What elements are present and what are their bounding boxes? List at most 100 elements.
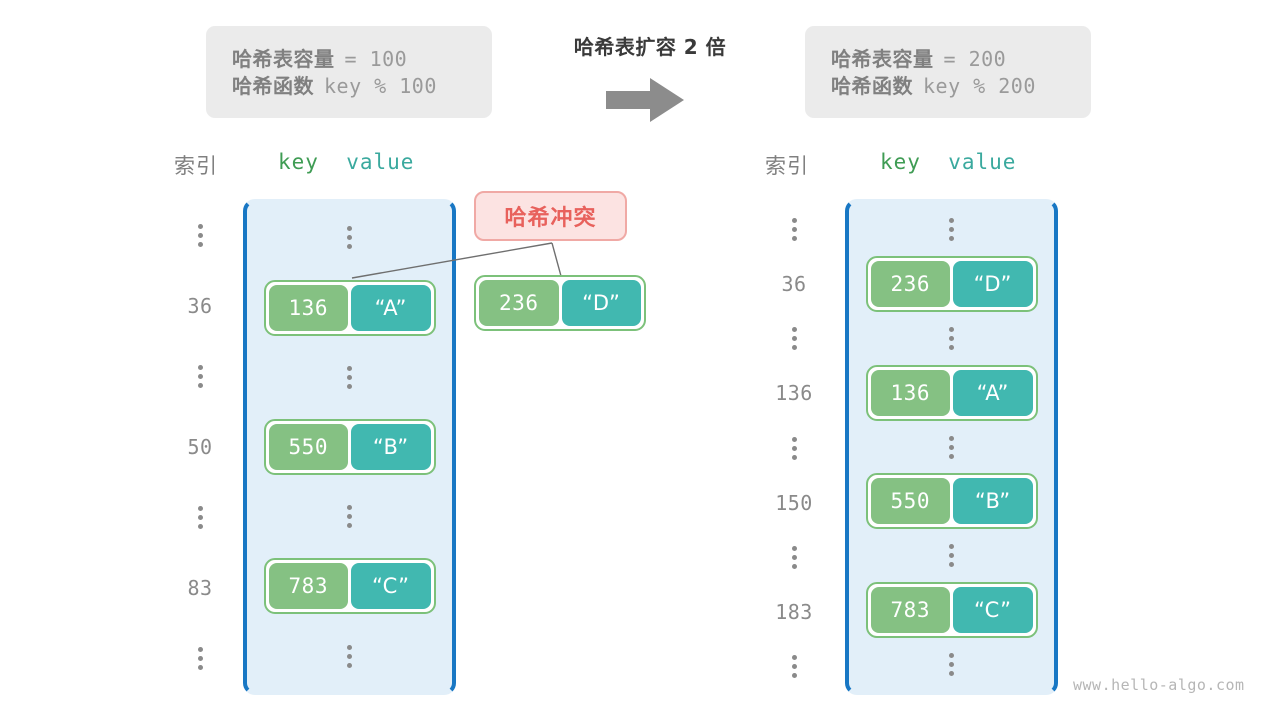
left-index-column: 36 50 83	[168, 200, 232, 694]
right-info-capacity-label: 哈希表容量	[831, 46, 934, 71]
left-bucket-rows: 136 “A” 550 “B” 783 “C”	[247, 203, 452, 691]
right-index-cell	[791, 530, 797, 585]
right-bucket-row: 550 “B”	[849, 473, 1054, 530]
left-bucket-row	[247, 621, 452, 691]
right-info-line-capacity: 哈希表容量 = 200	[831, 49, 1067, 69]
vertical-ellipsis-icon	[949, 652, 954, 676]
right-bucket-row	[849, 203, 1054, 257]
right-index-column: 36 136 150 183	[755, 202, 833, 694]
left-entry-pair[interactable]: 136 “A”	[263, 279, 436, 336]
right-value-header: value	[948, 150, 1017, 174]
vertical-ellipsis-icon	[197, 647, 203, 671]
left-capacity-info-box: 哈希表容量 = 100 哈希函数 key % 100	[206, 26, 492, 118]
left-info-line-function: 哈希函数 key % 100	[232, 76, 468, 96]
right-kv-header: key value	[880, 150, 1016, 174]
right-index-cell	[791, 202, 797, 257]
right-index-cell: 150	[775, 490, 813, 515]
vertical-ellipsis-icon	[197, 223, 203, 247]
right-index-header: 索引	[765, 154, 809, 178]
right-entry-pair[interactable]: 136 “A”	[865, 364, 1038, 421]
left-entry-value: “A”	[351, 284, 431, 331]
vertical-ellipsis-icon	[791, 655, 797, 679]
left-bucket-row: 136 “A”	[247, 273, 452, 343]
right-info-function-label: 哈希函数	[831, 73, 913, 98]
right-bucket-row	[849, 420, 1054, 474]
vertical-ellipsis-icon	[791, 217, 797, 241]
right-entry-value: “A”	[953, 369, 1033, 416]
left-key-header: key	[278, 150, 319, 174]
right-entry-value: “D”	[953, 261, 1033, 308]
right-entry-value: “C”	[953, 586, 1033, 633]
site-watermark: www.hello-algo.com	[1073, 676, 1245, 694]
left-bucket-row	[247, 482, 452, 552]
right-key-header: key	[880, 150, 921, 174]
left-info-function-label: 哈希函数	[232, 73, 314, 98]
right-entry-pair[interactable]: 783 “C”	[865, 581, 1038, 638]
right-arrow-icon	[606, 78, 684, 122]
left-value-header: value	[346, 150, 415, 174]
right-entry-key: 136	[870, 369, 950, 416]
right-index-cell	[791, 639, 797, 694]
left-index-cell	[197, 623, 203, 694]
vertical-ellipsis-icon	[949, 544, 954, 568]
vertical-ellipsis-icon	[347, 644, 352, 668]
right-bucket-row	[849, 638, 1054, 692]
right-entry-value: “B”	[953, 478, 1033, 525]
left-info-line-capacity: 哈希表容量 = 100	[232, 49, 468, 69]
left-info-capacity-expr: = 100	[344, 46, 408, 71]
left-entry-key: 550	[268, 424, 348, 471]
left-entry-key: 136	[268, 284, 348, 331]
right-entry-key: 550	[870, 478, 950, 525]
left-entry-pair[interactable]: 783 “C”	[263, 558, 436, 615]
right-index-cell	[791, 421, 797, 476]
vertical-ellipsis-icon	[347, 365, 352, 389]
left-index-header: 索引	[174, 154, 218, 178]
left-index-cell	[197, 482, 203, 553]
vertical-ellipsis-icon	[347, 226, 352, 250]
vertical-ellipsis-icon	[791, 327, 797, 351]
left-index-cell: 36	[187, 293, 213, 318]
left-index-cell: 83	[187, 576, 213, 601]
vertical-ellipsis-icon	[949, 218, 954, 242]
left-entry-pair[interactable]: 550 “B”	[263, 419, 436, 476]
left-index-cell	[197, 341, 203, 412]
left-info-function-expr: key % 100	[324, 73, 437, 98]
left-index-cell	[197, 200, 203, 271]
right-info-capacity-expr: = 200	[943, 46, 1007, 71]
right-info-line-function: 哈希函数 key % 200	[831, 76, 1067, 96]
hash-collision-badge: 哈希冲突	[474, 191, 627, 241]
right-bucket-row	[849, 312, 1054, 366]
right-bucket-row: 783 “C”	[849, 581, 1054, 638]
right-index-cell: 183	[775, 600, 813, 625]
left-entry-value: “B”	[351, 424, 431, 471]
right-info-function-expr: key % 200	[923, 73, 1036, 98]
right-index-cell	[791, 311, 797, 366]
right-bucket-row	[849, 529, 1054, 583]
left-bucket-row: 783 “C”	[247, 552, 452, 622]
left-bucket-row	[247, 203, 452, 273]
right-entry-pair[interactable]: 550 “B”	[865, 473, 1038, 530]
vertical-ellipsis-icon	[197, 506, 203, 530]
right-entry-key: 783	[870, 586, 950, 633]
left-hash-table-bucket: 136 “A” 550 “B” 783 “C”	[243, 199, 456, 695]
left-kv-header: key value	[278, 150, 414, 174]
vertical-ellipsis-icon	[791, 436, 797, 460]
vertical-ellipsis-icon	[949, 435, 954, 459]
vertical-ellipsis-icon	[949, 326, 954, 350]
collided-entry-key: 236	[479, 280, 559, 326]
right-bucket-row: 236 “D”	[849, 256, 1054, 313]
collided-entry-pair[interactable]: 236 “D”	[474, 275, 646, 331]
right-entry-pair[interactable]: 236 “D”	[865, 256, 1038, 313]
vertical-ellipsis-icon	[347, 505, 352, 529]
vertical-ellipsis-icon	[197, 364, 203, 388]
right-hash-table-bucket: 236 “D” 136 “A” 550 “B”	[845, 199, 1058, 695]
left-bucket-row: 550 “B”	[247, 412, 452, 482]
right-index-cell: 136	[775, 381, 813, 406]
left-entry-key: 783	[268, 563, 348, 610]
right-bucket-rows: 236 “D” 136 “A” 550 “B”	[849, 203, 1054, 691]
expand-title: 哈希表扩容 2 倍	[573, 35, 727, 59]
left-index-cell: 50	[187, 434, 213, 459]
left-bucket-row	[247, 342, 452, 412]
left-entry-value: “C”	[351, 563, 431, 610]
